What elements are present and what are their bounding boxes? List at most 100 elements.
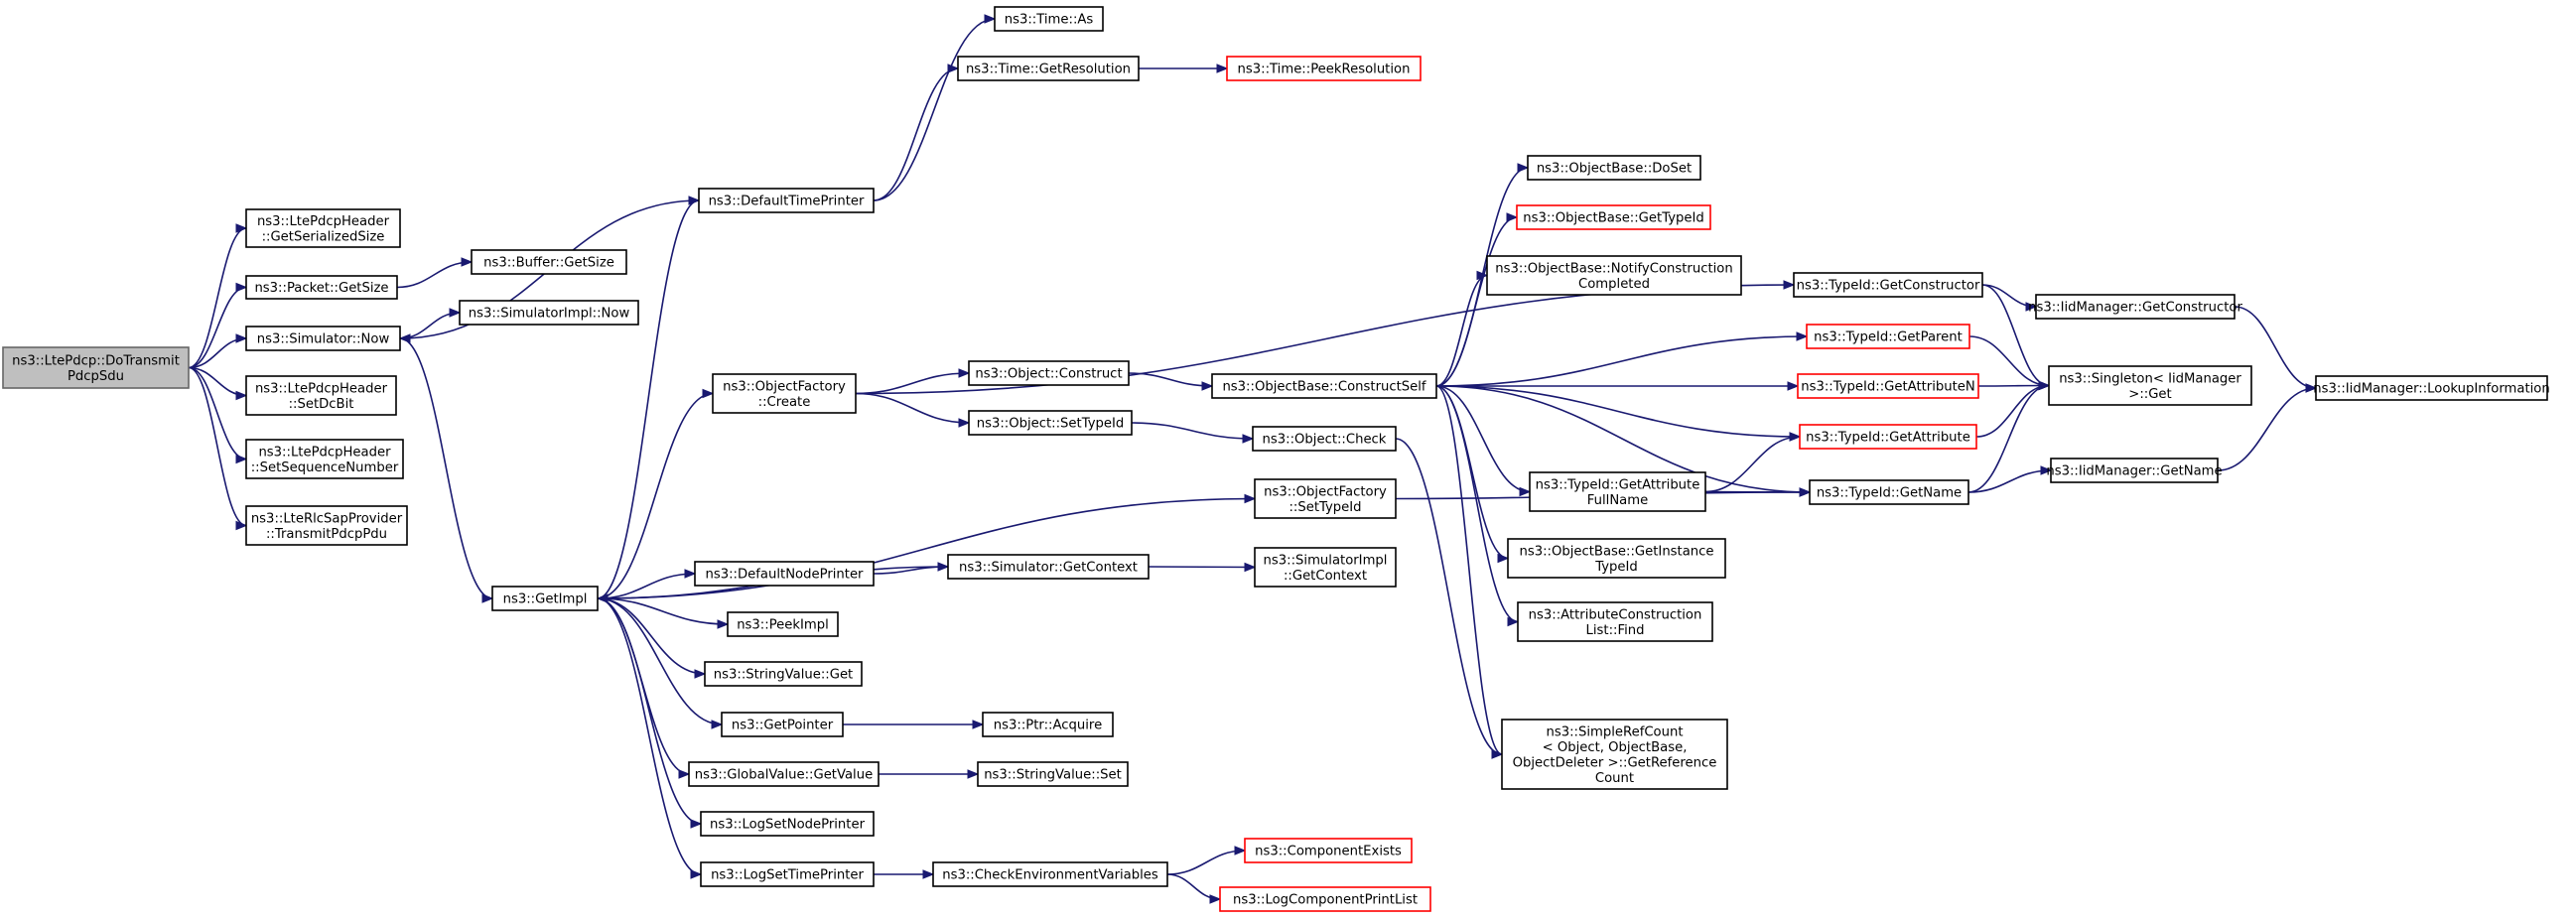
graph-node-singleton-get[interactable]: ns3::Singleton< IidManager>::Get (2048, 365, 2252, 406)
graph-node-simple-ref-count[interactable]: ns3::SimpleRefCount< Object, ObjectBase,… (1501, 719, 1728, 790)
graph-node-log-set-node-printer[interactable]: ns3::LogSetNodePrinter (700, 811, 875, 837)
graph-node-type-id-get-name[interactable]: ns3::TypeId::GetName (1809, 479, 1969, 505)
node-label-line: ns3::Object::Check (1263, 433, 1387, 448)
graph-node-sim-impl-get-context[interactable]: ns3::SimulatorImpl::GetContext (1254, 547, 1397, 588)
call-edge-iid-get-name-to-iid-lookup-information (2217, 383, 2318, 471)
graph-node-iid-lookup-information[interactable]: ns3::IidManager::LookupInformation (2313, 375, 2550, 401)
node-label-line: ::GetSerializedSize (262, 229, 385, 244)
node-label-line: < Object, ObjectBase, (1543, 740, 1688, 755)
graph-node-type-id-get-attribute-n[interactable]: ns3::TypeId::GetAttributeN (1797, 373, 1979, 399)
graph-node-type-id-get-attribute[interactable]: ns3::TypeId::GetAttribute (1799, 424, 1977, 450)
graph-node-obj-factory-create[interactable]: ns3::ObjectFactory::Create (712, 373, 857, 414)
node-label-line: ns3::ComponentExists (1255, 845, 1402, 859)
node-box (1254, 478, 1397, 519)
graph-node-time-peek-res[interactable]: ns3::Time::PeekResolution (1226, 56, 1422, 81)
arrowhead (1796, 331, 1809, 341)
arrowhead (235, 454, 248, 464)
node-box (245, 275, 398, 300)
node-box (1244, 838, 1413, 863)
graph-node-set-dc-bit[interactable]: ns3::LtePdcpHeader::SetDcBit (245, 375, 397, 416)
call-edge-get-impl-to-obj-factory-set-type-id (597, 493, 1257, 599)
call-edge-type-id-get-name-to-singleton-get (1967, 380, 2051, 493)
arrowhead (235, 520, 248, 531)
node-label-line: ns3::Ptr::Acquire (994, 719, 1102, 733)
node-label-line: ::SetSequenceNumber (251, 460, 399, 475)
graph-node-packet-get-size[interactable]: ns3::Packet::GetSize (245, 275, 398, 300)
node-label-line: ns3::TypeId::GetConstructor (1797, 279, 1980, 294)
call-edge-get-impl-to-get-pointer (597, 597, 724, 729)
node-box (1254, 547, 1397, 588)
node-box (2, 346, 190, 389)
graph-node-sim-now[interactable]: ns3::Simulator::Now (245, 326, 401, 351)
graph-node-transmit-pdcp-pdu[interactable]: ns3::LteRlcSapProvider::TransmitPdcpPdu (245, 505, 408, 546)
graph-node-get-impl[interactable]: ns3::GetImpl (491, 586, 599, 611)
graph-node-obj-set-type-id[interactable]: ns3::Object::SetTypeId (968, 410, 1133, 436)
graph-node-ptr-acquire[interactable]: ns3::Ptr::Acquire (982, 712, 1114, 737)
graph-node-obj-factory-set-type-id[interactable]: ns3::ObjectFactory::SetTypeId (1254, 478, 1397, 519)
graph-node-notify-construction-completed[interactable]: ns3::ObjectBase::NotifyConstructionCompl… (1486, 255, 1742, 296)
graph-node-default-time-printer[interactable]: ns3::DefaultTimePrinter (698, 188, 875, 213)
graph-node-type-id-get-parent[interactable]: ns3::TypeId::GetParent (1806, 324, 1970, 349)
node-label-line: ns3::LtePdcpHeader (257, 214, 390, 229)
graph-node-type-id-get-constructor[interactable]: ns3::TypeId::GetConstructor (1793, 272, 1983, 298)
node-box (1797, 373, 1979, 399)
call-edge-construct-self-to-obj-base-get-type-id (1435, 212, 1519, 387)
graph-node-component-exists[interactable]: ns3::ComponentExists (1244, 838, 1413, 863)
graph-node-construct-self[interactable]: ns3::ObjectBase::ConstructSelf (1211, 373, 1437, 399)
graph-node-global-value-get-value[interactable]: ns3::GlobalValue::GetValue (688, 761, 880, 787)
arrowhead (1497, 553, 1510, 564)
graph-node-time-get-res[interactable]: ns3::Time::GetResolution (957, 56, 1140, 81)
arrowhead (1242, 434, 1255, 444)
graph-node-iid-get-name[interactable]: ns3::IidManager::GetName (2046, 458, 2223, 483)
call-edge-obj-factory-create-to-obj-construct (855, 368, 971, 395)
graph-node-check-env-vars[interactable]: ns3::CheckEnvironmentVariables (932, 861, 1168, 887)
graph-node-set-seq-num[interactable]: ns3::LtePdcpHeader::SetSequenceNumber (245, 439, 404, 479)
node-label-line: ns3::TypeId::GetAttributeN (1801, 380, 1975, 395)
node-label-line: ns3::TypeId::GetParent (1814, 330, 1963, 345)
call-edge-type-id-get-parent-to-singleton-get (1968, 335, 2051, 391)
arrowhead (1507, 616, 1520, 627)
graph-node-get-serialized-size[interactable]: ns3::LtePdcpHeader::GetSerializedSize (245, 208, 401, 248)
graph-node-obj-construct[interactable]: ns3::Object::Construct (968, 360, 1130, 386)
graph-node-log-set-time-printer[interactable]: ns3::LogSetTimePrinter (700, 861, 875, 887)
call-edge-log-set-time-printer-to-check-env-vars (874, 869, 935, 879)
node-box (700, 811, 875, 837)
node-label-line: ns3::ObjectBase::GetInstance (1519, 544, 1713, 559)
graph-node-obj-base-get-type-id[interactable]: ns3::ObjectBase::GetTypeId (1516, 204, 1711, 230)
graph-node-buffer-get-size[interactable]: ns3::Buffer::GetSize (471, 249, 627, 275)
graph-node-iid-get-constructor[interactable]: ns3::IidManager::GetConstructor (2028, 294, 2242, 320)
arrowhead (1244, 493, 1257, 504)
node-label-line: ns3::Singleton< IidManager (2059, 371, 2241, 386)
graph-node-peek-impl[interactable]: ns3::PeekImpl (727, 611, 839, 637)
graph-node-get-pointer[interactable]: ns3::GetPointer (721, 712, 844, 737)
call-edge-sim-now-to-get-impl (399, 337, 494, 603)
graph-node-obj-base-do-set[interactable]: ns3::ObjectBase::DoSet (1527, 155, 1701, 181)
graph-node-obj-check[interactable]: ns3::Object::Check (1252, 426, 1397, 452)
node-box (2315, 375, 2548, 401)
graph-node-sim-get-context[interactable]: ns3::Simulator::GetContext (947, 554, 1150, 580)
node-label-line: ns3::LogSetTimePrinter (711, 868, 864, 883)
graph-node-string-value-set[interactable]: ns3::StringValue::Set (977, 761, 1129, 787)
graph-node-sim-impl-now[interactable]: ns3::SimulatorImpl::Now (459, 300, 639, 326)
node-box (1806, 324, 1970, 349)
graph-node-string-value-get[interactable]: ns3::StringValue::Get (704, 661, 863, 687)
node-label-line: ns3::CheckEnvironmentVariables (942, 868, 1158, 883)
call-edge-construct-self-to-get-instance-type-id (1435, 385, 1510, 564)
call-edge-default-node-printer-to-sim-get-context (873, 562, 950, 575)
graph-node-default-node-printer[interactable]: ns3::DefaultNodePrinter (694, 561, 875, 587)
graph-node-log-component-print-list[interactable]: ns3::LogComponentPrintList (1219, 886, 1431, 912)
arrowhead (2025, 302, 2038, 312)
call-graph-nodes: ns3::LtePdcp::DoTransmitPdcpSduns3::LteP… (2, 6, 2550, 912)
node-box (1529, 471, 1706, 512)
graph-node-time-as[interactable]: ns3::Time::As (994, 6, 1104, 32)
node-box (1517, 601, 1713, 642)
node-label-line: ns3::SimpleRefCount (1546, 724, 1683, 739)
node-box (688, 761, 880, 787)
node-label-line: ns3::IidManager::LookupInformation (2313, 382, 2549, 397)
call-edge-obj-factory-create-to-obj-set-type-id (855, 392, 971, 428)
